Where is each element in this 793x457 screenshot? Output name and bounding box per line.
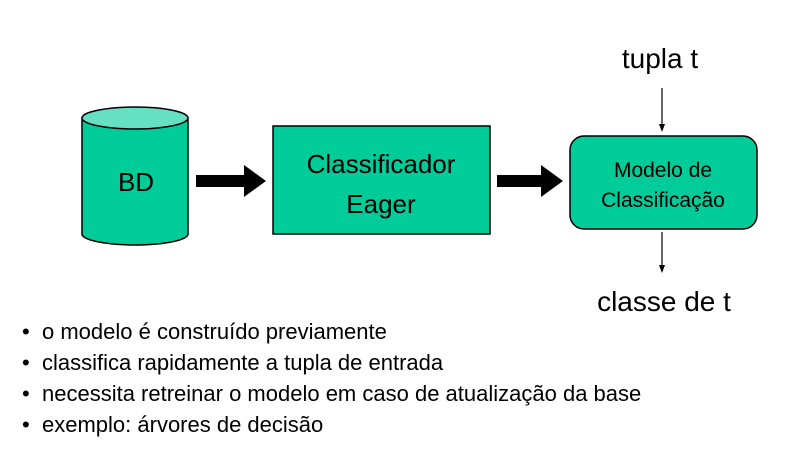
database-label: BD	[118, 167, 154, 197]
bullet-text: classifica rapidamente a tupla de entrad…	[42, 350, 444, 375]
bullet-text: o modelo é construído previamente	[42, 319, 387, 344]
bullet-marker: •	[22, 381, 30, 406]
bullet-item: • exemplo: árvores de decisão	[22, 409, 641, 440]
arrow-db-to-classifier	[196, 165, 266, 197]
output-label: classe de t	[597, 286, 731, 317]
bullet-list: • o modelo é construído previamente • clas…	[22, 316, 641, 440]
bullet-item: • classifica rapidamente a tupla de entra…	[22, 347, 641, 378]
model-box	[569, 135, 758, 230]
bullet-marker: •	[22, 319, 30, 344]
input-label: tupla t	[622, 43, 698, 74]
bullet-item: • o modelo é construído previamente	[22, 316, 641, 347]
bullet-text: exemplo: árvores de decisão	[42, 412, 324, 437]
model-node: Modelo de Classificação	[569, 135, 758, 230]
database-cylinder-body	[81, 118, 189, 246]
classifier-label-line1: Classificador	[307, 149, 456, 179]
output-arrow	[659, 232, 665, 273]
classifier-box	[272, 125, 491, 235]
bullet-text: necessita retreinar o modelo em caso de …	[42, 381, 642, 406]
database-cylinder-top	[81, 106, 189, 130]
classifier-node: Classificador Eager	[272, 125, 491, 235]
database-node: BD	[81, 106, 189, 246]
model-label-line1: Modelo de	[614, 159, 712, 182]
bullet-marker: •	[22, 412, 30, 437]
bullet-item: • necessita retreinar o modelo em caso de…	[22, 378, 641, 409]
classifier-label-line2: Eager	[346, 189, 416, 219]
input-arrow	[659, 88, 665, 132]
model-label-line2: Classificação	[601, 189, 725, 212]
arrow-classifier-to-model	[497, 165, 563, 197]
bullet-marker: •	[22, 350, 30, 375]
